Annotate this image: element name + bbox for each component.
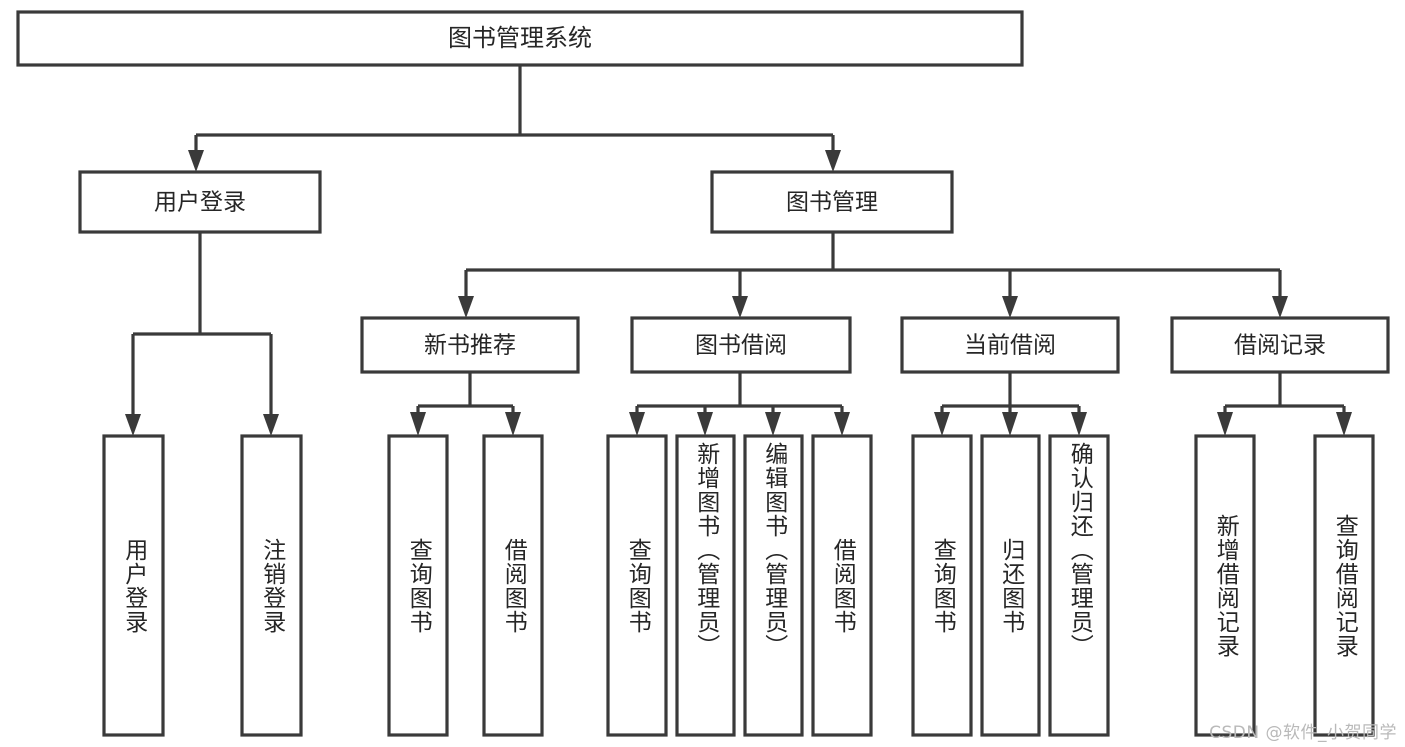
arrowhead-newbook-leaf2 — [505, 412, 521, 436]
arrowhead-borrow-leaf1 — [629, 412, 645, 436]
leaf-user-login[interactable] — [102, 434, 165, 737]
arrowhead-current-leaf2 — [1002, 412, 1018, 436]
arrowhead-borrow-leaf4 — [834, 412, 850, 436]
arrowhead-newbook-leaf1 — [410, 412, 426, 436]
leaf-borrow-book[interactable] — [811, 434, 873, 737]
arrowhead-user-login — [188, 150, 204, 172]
node-book-management[interactable] — [710, 170, 954, 234]
leaf-query-book-borrow[interactable] — [606, 434, 668, 737]
leaf-return-book[interactable] — [980, 434, 1041, 737]
csdn-watermark: CSDN @软件_小贺同学 — [1209, 723, 1397, 743]
node-book-management-label: 图书管理 — [786, 190, 878, 216]
arrowhead-borrow-leaf2 — [697, 412, 713, 436]
arrowhead-current — [1002, 296, 1018, 318]
node-borrow-record[interactable] — [1170, 316, 1390, 374]
node-borrow-record-label: 借阅记录 — [1234, 333, 1326, 359]
node-new-book-recommend-label: 新书推荐 — [424, 333, 516, 359]
leaf-query-borrow-record[interactable] — [1313, 434, 1375, 737]
leaf-add-borrow-record[interactable] — [1194, 434, 1256, 737]
node-user-login-label: 用户登录 — [154, 190, 246, 216]
node-root-system[interactable] — [16, 10, 1024, 67]
node-book-borrow[interactable] — [630, 316, 852, 374]
arrowhead-leaf-logout — [263, 414, 279, 436]
arrowhead-record — [1272, 296, 1288, 318]
arrowhead-borrow-leaf3 — [765, 412, 781, 436]
arrowhead-record-leaf1 — [1217, 412, 1233, 436]
leaf-edit-book-admin[interactable] — [743, 434, 804, 737]
leaf-add-book-admin[interactable] — [675, 434, 736, 737]
arrowhead-record-leaf2 — [1336, 412, 1352, 436]
arrowhead-book-mgmt — [825, 150, 841, 172]
leaf-logout[interactable] — [240, 434, 303, 737]
arrowhead-newbook — [458, 296, 474, 318]
leaf-query-book-current[interactable] — [911, 434, 973, 737]
node-new-book-recommend[interactable] — [360, 316, 580, 374]
arrowhead-current-leaf3 — [1071, 412, 1087, 436]
connector-group — [125, 65, 1352, 436]
arrowhead-current-leaf1 — [934, 412, 950, 436]
node-book-borrow-label: 图书借阅 — [695, 333, 787, 359]
arrowhead-leaf-user-login — [125, 414, 141, 436]
leaf-confirm-return-admin[interactable] — [1048, 434, 1110, 737]
arrowhead-borrow — [732, 296, 748, 318]
node-root-system-label: 图书管理系统 — [448, 24, 592, 52]
node-user-login[interactable] — [78, 170, 322, 234]
node-current-borrow[interactable] — [900, 316, 1120, 374]
leaf-query-book-recommend[interactable] — [387, 434, 449, 737]
node-current-borrow-label: 当前借阅 — [964, 333, 1056, 359]
leaf-borrow-book-recommend[interactable] — [482, 434, 544, 737]
